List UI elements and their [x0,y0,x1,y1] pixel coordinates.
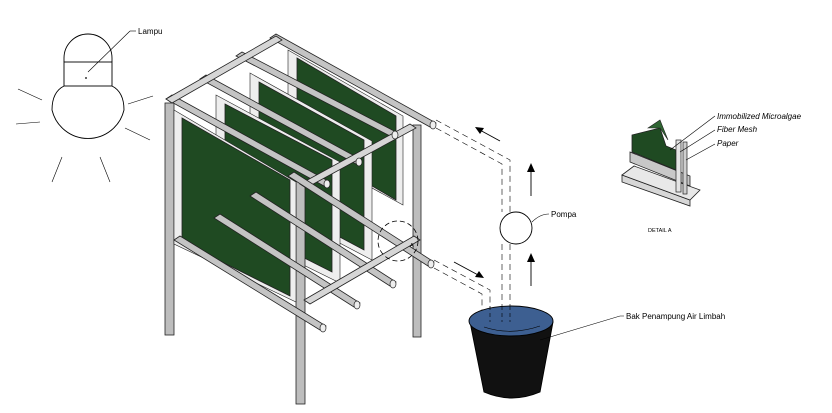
tank-label: Bak Penampung Air Limbah [626,312,725,321]
detail-a-title: DETAIL A [648,228,672,234]
rear-leg-right [412,124,422,338]
pipe-return [435,119,511,212]
arrow-icon [453,261,484,278]
paper-label: Paper [717,139,739,148]
immobilized-label: Immobilized Microalgae [717,112,802,121]
tank-body [469,321,554,399]
arrow-icon [475,127,501,142]
flow-arrows [453,127,535,286]
fiber-mesh-label: Fiber Mesh [717,125,758,134]
bottom-side-rail [303,235,421,305]
top-side-rail-left [165,35,283,104]
detail-a-marker [377,220,419,262]
lamp: Lampu [15,27,162,183]
front-leg-right [295,180,306,405]
front-leg-left [164,102,175,336]
light-rays [15,88,154,183]
detail-a-marker-label: A [410,243,414,249]
pump-label: Pompa [551,210,577,219]
pump: Pompa [499,210,577,245]
algae-panel-1 [181,117,291,297]
arrow-icon [527,253,535,286]
detail-a: Immobilized Microalgae Fiber Mesh Paper … [621,112,802,234]
arrow-icon [527,163,535,196]
lamp-label: Lampu [138,27,162,36]
reactor-frame: A [164,33,437,405]
light-bulb-icon [51,33,125,139]
lamp-leader [87,30,131,73]
pump-circle-icon [499,211,533,245]
wastewater-tank: Bak Penampung Air Limbah [468,305,725,399]
